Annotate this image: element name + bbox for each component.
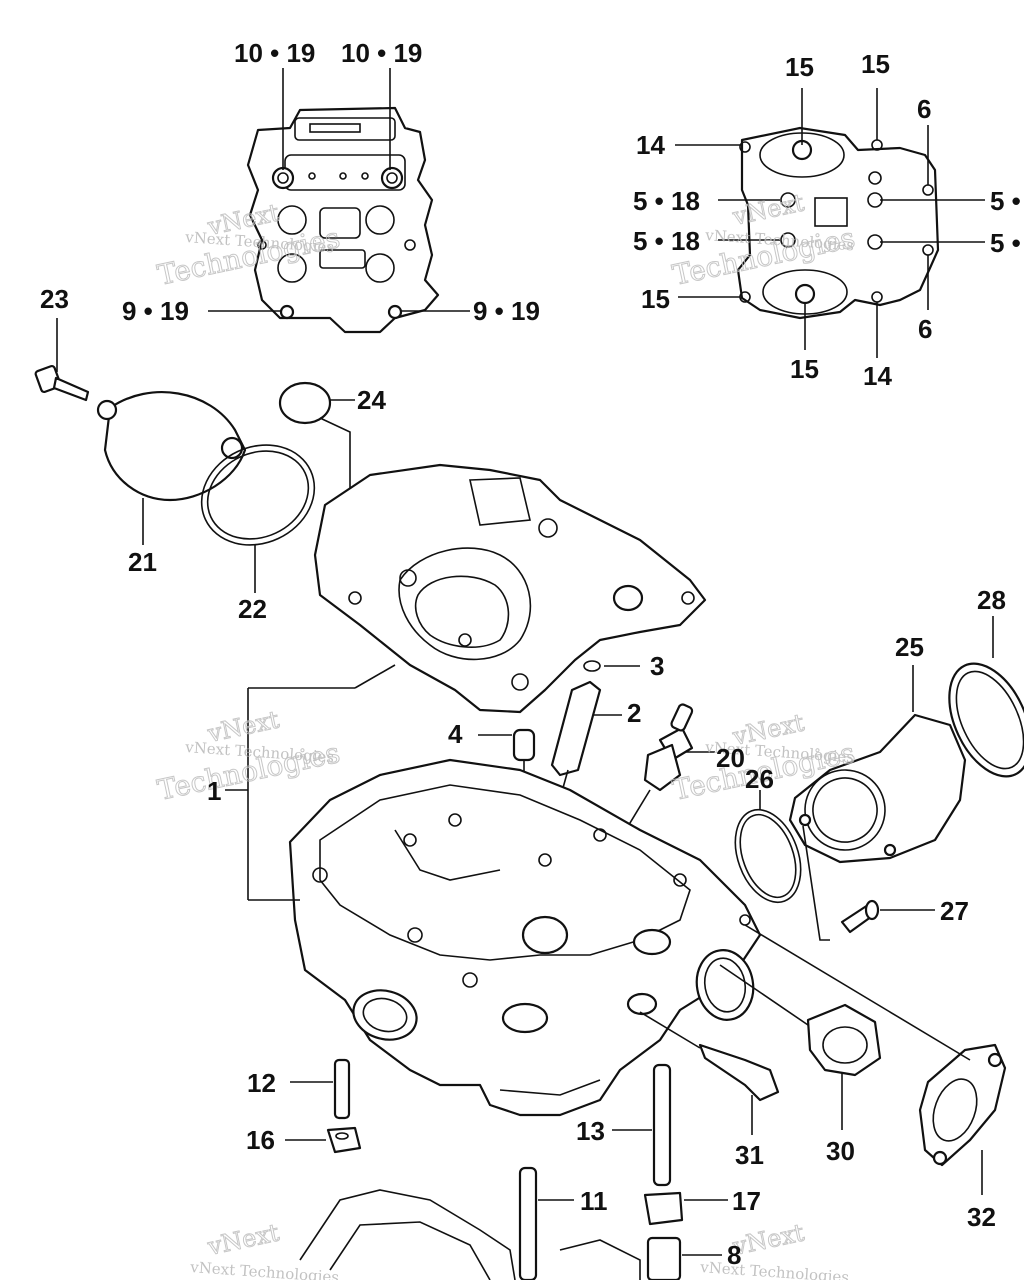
cover-top-view: [675, 88, 985, 358]
callout-label: 15: [785, 52, 814, 82]
callout-label: 5 • 18: [633, 226, 700, 256]
callout-label: 26: [745, 764, 774, 794]
callout-label: 14: [863, 361, 892, 391]
callout-label: 12: [247, 1068, 276, 1098]
oring-26: [734, 790, 802, 904]
lower-gasket: [299, 1189, 641, 1280]
callout-label: 6: [917, 94, 931, 124]
gasket-28: [948, 616, 1024, 778]
callout-label: 5 • 18: [633, 186, 700, 216]
callout-label: 1: [207, 776, 221, 806]
callout-label: 25: [895, 632, 924, 662]
callout-label: 5 •: [990, 228, 1021, 258]
callout-label: 21: [128, 547, 157, 577]
bracket-1: [225, 664, 396, 901]
watermarks: vNext Technologies vNext Technologies vN…: [154, 188, 858, 1280]
callout-label: 15: [641, 284, 670, 314]
stud-11: [518, 1166, 574, 1280]
callout-labels: 10 • 19 10 • 19 9 • 19 9 • 19 15 15 6 14…: [40, 38, 1021, 1270]
cylinder-head: [288, 758, 762, 1117]
callout-label: 31: [735, 1140, 764, 1170]
screw-27: [840, 899, 935, 934]
callout-label: 8: [727, 1240, 741, 1270]
callout-label: 14: [636, 130, 665, 160]
callout-label: 23: [40, 284, 69, 314]
callout-label: 27: [940, 896, 969, 926]
stud-12: [290, 1058, 351, 1120]
callout-label: 16: [246, 1125, 275, 1155]
callout-label: 2: [627, 698, 641, 728]
plug-24: [278, 381, 355, 495]
callout-label: 30: [826, 1136, 855, 1166]
callout-label: 28: [977, 585, 1006, 615]
stud-13: [612, 1063, 672, 1187]
callout-label: 17: [732, 1186, 761, 1216]
callout-label: 3: [650, 651, 664, 681]
thermostat-30: [719, 964, 882, 1130]
cap-21: [96, 391, 247, 545]
head-cover: [313, 463, 707, 714]
watermark-text: vNext: [204, 1218, 282, 1261]
nut-16: [285, 1126, 362, 1154]
callout-label: 11: [580, 1186, 608, 1216]
callout-label: 9 • 19: [122, 296, 189, 326]
clip-3: [583, 660, 640, 672]
callout-label: 9 • 19: [473, 296, 540, 326]
callout-label: 4: [448, 719, 463, 749]
callout-label: 5 •: [990, 186, 1021, 216]
callout-label: 13: [576, 1116, 605, 1146]
head-top-view: [208, 68, 470, 334]
oring-22: [200, 444, 316, 593]
callout-label: 15: [790, 354, 819, 384]
bolt-23: [34, 318, 90, 402]
callout-label: 20: [716, 743, 745, 773]
collar-8: [646, 1236, 722, 1280]
callout-label: 32: [967, 1202, 996, 1232]
callout-label: 24: [357, 385, 386, 415]
callout-label: 6: [918, 314, 932, 344]
intake-manifold-25: [788, 665, 967, 941]
callout-label: 10 • 19: [234, 38, 315, 68]
watermark-small: vNext Technologies: [699, 1258, 850, 1280]
sensor-31: [639, 1011, 780, 1135]
housing-32: [744, 924, 1007, 1195]
callout-label: 22: [238, 594, 267, 624]
nut-17: [643, 1191, 728, 1226]
watermark-small: vNext Technologies: [189, 1258, 340, 1280]
callout-label: 15: [861, 49, 890, 79]
callout-label: 10 • 19: [341, 38, 422, 68]
